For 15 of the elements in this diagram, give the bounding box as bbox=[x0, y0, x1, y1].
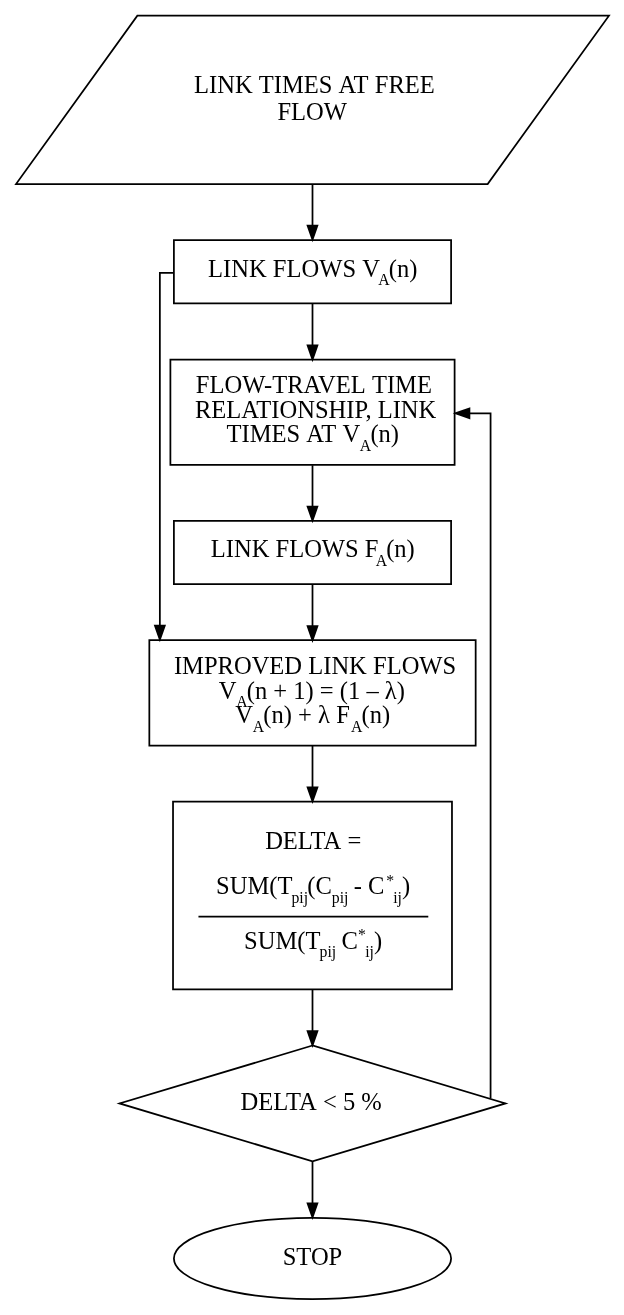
arrow bbox=[305, 988, 319, 1048]
node-box: LINK FLOWS V$_{A}$(n) bbox=[172, 239, 452, 305]
arrow bbox=[305, 1160, 319, 1220]
arrow bbox=[305, 464, 319, 524]
arrow bbox=[305, 583, 319, 643]
arrow bbox=[305, 744, 319, 805]
arrow bbox=[305, 302, 319, 363]
node-box: DELTA = SUM(T$_{pij}$(C$_{pij}$ - C$^{*}$$_{ij}$) SUM(T$_{pij}$ C$^{*}$$_{ij}$) bbox=[171, 800, 453, 991]
arrow bbox=[305, 183, 319, 243]
node-box: LINK FLOWS F$_{A}$(n) bbox=[172, 520, 452, 585]
node-box: FLOW-TRAVEL TIME RELATIONSHIP, LINK TIMES AT V$_{A}$(n) bbox=[169, 358, 455, 466]
node-diamond: DELTA < 5 % bbox=[115, 1044, 509, 1163]
arrow bbox=[153, 272, 174, 643]
node-ellipse: STOP bbox=[172, 1216, 452, 1300]
arrow bbox=[452, 407, 491, 1100]
